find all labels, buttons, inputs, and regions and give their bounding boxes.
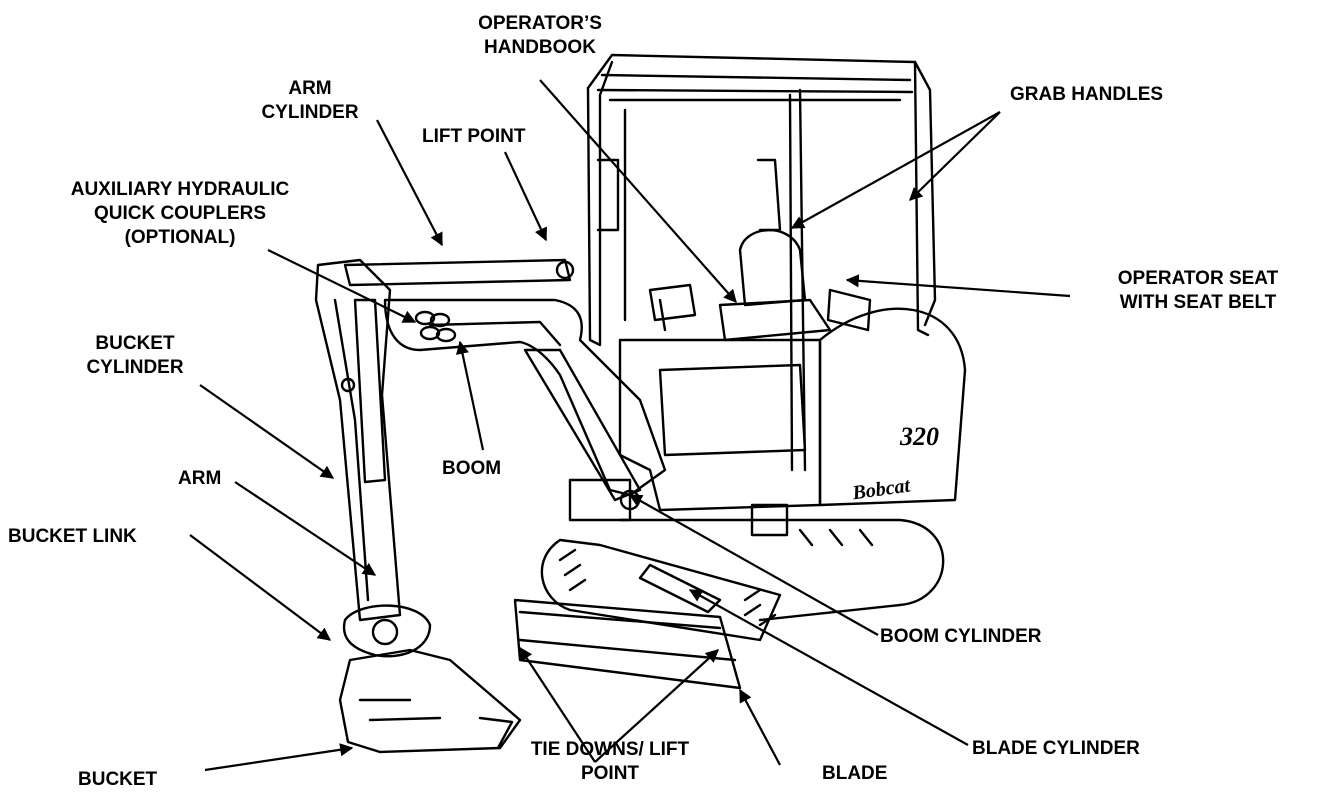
label-boom-cylinder: BOOM CYLINDER — [880, 626, 1042, 647]
seat-base — [718, 298, 832, 342]
leader-operator-seat — [845, 274, 1071, 298]
label-lift-point: LIFT POINT — [422, 126, 526, 147]
label-arm: ARM — [178, 468, 222, 489]
leader-tie-downs-2 — [594, 649, 719, 763]
arm-body — [314, 258, 402, 622]
track-front — [540, 538, 782, 642]
boom-inner — [428, 320, 562, 347]
control-right — [826, 288, 872, 332]
leader-aux-couplers — [267, 249, 417, 323]
label-blade-cylinder: BLADE CYLINDER — [972, 738, 1140, 759]
boom-body — [383, 298, 667, 497]
boom-cylinder — [523, 348, 642, 502]
bucket-cylinder — [353, 298, 387, 484]
bucket-link-plate — [342, 604, 432, 658]
leader-bucket-link — [189, 534, 332, 641]
canopy-inner — [608, 88, 902, 472]
model-number-320: 320 — [899, 422, 939, 451]
bucket-cylinder-pin — [340, 377, 356, 393]
canopy-frame — [586, 53, 937, 327]
leader-tie-downs-1 — [519, 646, 596, 763]
leader-grab-handles-1 — [790, 111, 1001, 229]
label-bucket-link: BUCKET LINK — [8, 526, 137, 547]
leader-lift-point — [504, 151, 547, 242]
arm-cylinder-pin — [555, 260, 575, 280]
arm-inner — [333, 298, 370, 602]
quick-couplers — [414, 310, 457, 343]
blade-cylinder-body — [638, 563, 722, 614]
label-grab-handles: GRAB HANDLES — [1010, 84, 1164, 105]
leader-boom-cylinder — [628, 494, 879, 636]
bucket-ribs — [358, 698, 442, 722]
arm-cylinder — [343, 258, 572, 287]
leader-operators-handbook — [539, 79, 737, 303]
leader-blade-cylinder — [688, 589, 969, 746]
control-left — [648, 283, 697, 332]
leader-blade — [739, 688, 781, 766]
leader-arm — [234, 481, 377, 576]
label-bucket: BUCKET — [78, 769, 158, 790]
brand-bobcat: Bobcat — [850, 474, 913, 504]
seat-back — [738, 228, 807, 307]
grab-handle-left — [596, 158, 620, 232]
canopy-rear-post — [913, 60, 930, 337]
track-rear — [618, 518, 945, 622]
leader-boom — [456, 340, 485, 451]
upper-body-panel — [658, 363, 807, 457]
bucket-body — [338, 648, 522, 754]
machine-linework: 320 Bobcat — [314, 53, 967, 754]
engine-cover — [818, 307, 967, 507]
dozer-blade-lip — [518, 610, 737, 662]
leader-arm-cylinder — [376, 119, 443, 247]
grab-handle-right — [756, 158, 782, 232]
label-blade: BLADE — [822, 763, 888, 784]
leader-lines — [189, 79, 1071, 772]
label-boom: BOOM — [442, 458, 502, 479]
leader-bucket-cylinder — [199, 384, 335, 479]
canopy-left-post — [586, 60, 614, 347]
bucket-teeth — [478, 716, 514, 750]
canopy-roof-lines — [596, 73, 914, 94]
track-treads — [558, 528, 874, 627]
leader-bucket — [204, 743, 354, 772]
dozer-blade — [513, 598, 742, 690]
bucket-link-pin — [371, 618, 399, 646]
leader-grab-handles-2 — [909, 111, 1001, 201]
